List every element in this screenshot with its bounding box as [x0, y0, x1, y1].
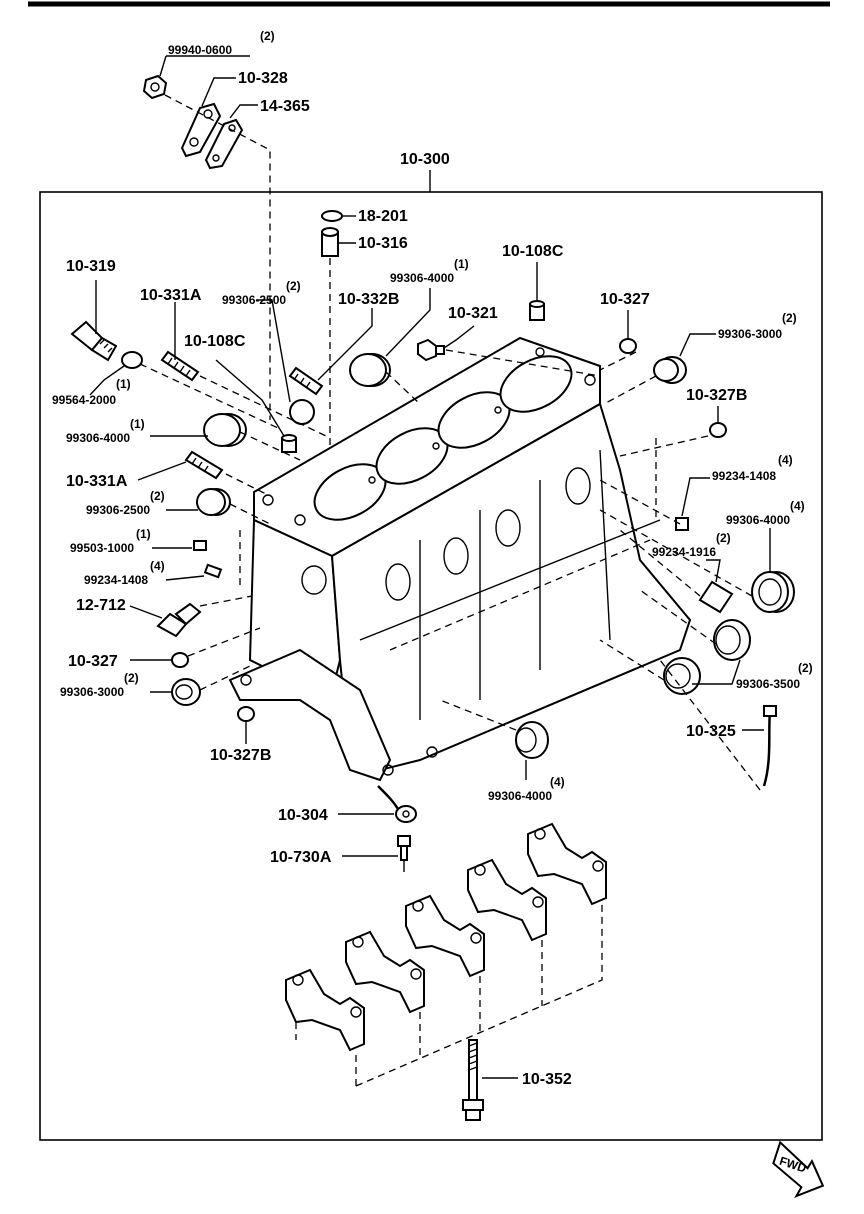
label-q99234-1916: (2) [716, 531, 731, 545]
label-10-319: 10-319 [66, 258, 116, 275]
label-99234-1408-left: 99234-1408 [84, 573, 148, 587]
label-10-304: 10-304 [278, 807, 328, 824]
sleeve-99234-1916 [698, 580, 734, 614]
label-q99234-1408-right: (4) [778, 453, 793, 467]
main-bearing-cap-2 [345, 930, 425, 1014]
label-99306-4000-top: 99306-4000 [390, 271, 454, 285]
stud-10-331A-left [184, 450, 224, 480]
main-bearing-cap-5 [527, 822, 607, 906]
label-q99306-3500: (2) [798, 661, 813, 675]
label-q99306-3000-right: (2) [782, 311, 797, 325]
label-14-365: 14-365 [260, 98, 310, 115]
label-10-331A-top: 10-331A [140, 287, 202, 304]
o-ring-18-201 [321, 210, 343, 222]
washer-99564 [121, 351, 143, 369]
label-10-300: 10-300 [400, 151, 450, 168]
main-bearing-cap-4 [467, 858, 547, 942]
label-q99306-4000-right: (4) [790, 499, 805, 513]
bolt-10-730A [397, 835, 411, 872]
plug-99503-1000 [193, 540, 207, 551]
seal-99306-4000-right [751, 571, 795, 613]
sensor-12-712 [156, 602, 202, 638]
label-99306-2500-left: 99306-2500 [86, 503, 150, 517]
label-10-327-top: 10-327 [600, 291, 650, 308]
label-q99306-4000-left: (1) [130, 417, 145, 431]
label-q99306-4000-top: (1) [454, 257, 469, 271]
label-q99940-0600: (2) [260, 29, 275, 43]
label-99306-3000-right: 99306-3000 [718, 327, 782, 341]
label-10-331A-left: 10-331A [66, 473, 128, 490]
pipe-10-316 [321, 227, 339, 257]
label-10-325: 10-325 [686, 723, 736, 740]
dowel-99234-1408-left [203, 563, 223, 579]
stud-10-332B [288, 366, 324, 396]
label-q99306-4000-bottom: (4) [550, 775, 565, 789]
label-99306-4000-left: 99306-4000 [66, 431, 130, 445]
label-12-712: 12-712 [76, 597, 126, 614]
label-q99306-3000-left: (2) [124, 671, 139, 685]
label-q99564-2000: (1) [116, 377, 131, 391]
fwd-arrow-icon [772, 1140, 825, 1199]
main-bearing-cap-3 [405, 894, 485, 978]
label-10-328: 10-328 [238, 70, 288, 87]
label-q99234-1408-left: (4) [150, 559, 165, 573]
sensor-10-319 [70, 320, 118, 362]
dowel-10-108C-left [281, 434, 297, 453]
plug-10-327-top [619, 338, 637, 354]
dowel-99234-1408-right [675, 517, 689, 531]
seal-99306-4000-bottom [515, 721, 549, 759]
label-10-316: 10-316 [358, 235, 408, 252]
seal-99306-3000-right [653, 356, 687, 384]
plug-99306-4000-left [203, 413, 247, 447]
plug-99306-4000-top [349, 353, 391, 387]
label-10-327-left: 10-327 [68, 653, 118, 670]
gasket-14-365 [204, 118, 244, 170]
plug-10-327B-right [709, 422, 727, 438]
stud-10-331A-top [160, 350, 200, 382]
plug-10-327B-bottom [237, 706, 255, 722]
plug-99306-2500-top [289, 399, 315, 425]
bolt-10-321 [417, 338, 445, 362]
seal-99306-3500-lower [663, 657, 701, 695]
label-10-327B-right: 10-327B [686, 387, 747, 404]
seal-99306-3500-upper [713, 619, 751, 661]
bolt-10-352 [462, 1039, 484, 1121]
label-99940-0600: 99940-0600 [168, 43, 232, 57]
label-99306-3000-left: 99306-3000 [60, 685, 124, 699]
label-10-332B: 10-332B [338, 291, 399, 308]
label-q99503-1000: (1) [136, 527, 151, 541]
label-99503-1000: 99503-1000 [70, 541, 134, 555]
dowel-10-108C-right [529, 300, 545, 321]
label-q99306-2500-top: (2) [286, 279, 301, 293]
cylinder-block-frame [39, 191, 823, 1141]
label-99306-2500-top: 99306-2500 [222, 293, 286, 307]
cylinder-block-10-300 [228, 336, 692, 782]
label-99306-4000-right: 99306-4000 [726, 513, 790, 527]
drain-part-10-304 [377, 785, 417, 823]
plug-99306-2500-left [196, 488, 231, 516]
label-10-352: 10-352 [522, 1071, 572, 1088]
nut-part [142, 74, 168, 100]
label-10-730A: 10-730A [270, 849, 332, 866]
oil-pipe-10-325 [762, 705, 777, 787]
label-99234-1408-right: 99234-1408 [712, 469, 776, 483]
label-10-108C-left: 10-108C [184, 333, 246, 350]
label-99306-3500: 99306-3500 [736, 677, 800, 691]
label-10-108C-right: 10-108C [502, 243, 564, 260]
label-99234-1916: 99234-1916 [652, 545, 716, 559]
seal-99306-3000-left [171, 678, 201, 706]
label-10-321: 10-321 [448, 305, 498, 322]
label-q99306-2500-left: (2) [150, 489, 165, 503]
label-99306-4000-bottom: 99306-4000 [488, 789, 552, 803]
label-18-201: 18-201 [358, 208, 408, 225]
label-99564-2000: 99564-2000 [52, 393, 116, 407]
plug-10-327-left [171, 652, 189, 668]
label-10-327B-bottom: 10-327B [210, 747, 271, 764]
main-bearing-cap-1 [285, 968, 365, 1052]
